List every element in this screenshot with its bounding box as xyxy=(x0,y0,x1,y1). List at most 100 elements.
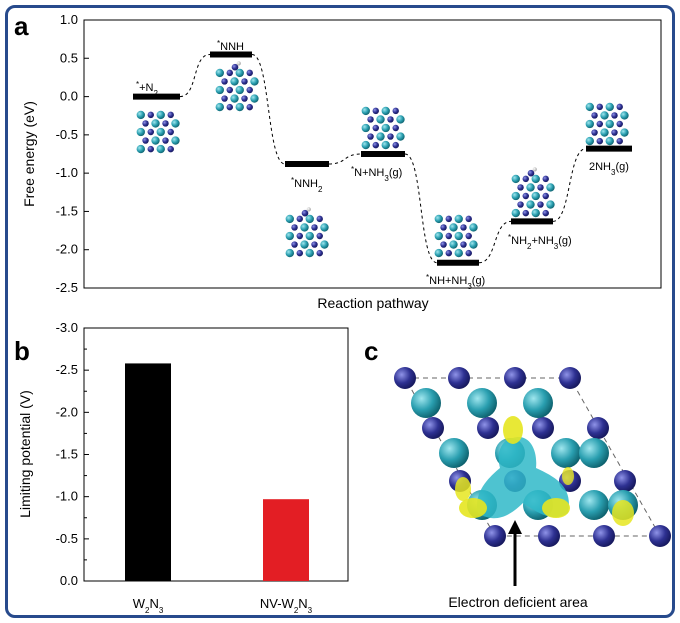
n-atom xyxy=(392,107,399,115)
n-atom xyxy=(448,367,470,389)
n-atom xyxy=(241,95,248,102)
n-atom xyxy=(291,241,298,248)
n-atom xyxy=(221,95,228,102)
w-atom xyxy=(526,183,535,192)
n-atom xyxy=(445,249,453,257)
w-atom xyxy=(469,223,478,232)
n-atom xyxy=(226,103,234,111)
y-tick-label: 1.0 xyxy=(60,12,78,27)
w-atom xyxy=(585,136,594,146)
w-atom xyxy=(235,102,244,112)
structure-model xyxy=(215,61,259,112)
n-atom xyxy=(477,417,499,439)
w-atom xyxy=(215,102,224,112)
n-atom xyxy=(591,129,598,136)
w-atom xyxy=(546,183,555,192)
w-atom xyxy=(171,119,180,128)
y-tick-label: -1.0 xyxy=(56,165,78,180)
connector-line xyxy=(552,148,587,222)
w-atom xyxy=(156,144,165,154)
energy-diagram: Free energy (eV) Reaction pathway 1.00.5… xyxy=(21,12,662,311)
w-atom xyxy=(381,106,390,116)
y-tick-label: -0.5 xyxy=(56,531,78,546)
n-atom xyxy=(246,103,253,111)
w-atom xyxy=(579,438,609,468)
y-tick-label: -2.0 xyxy=(56,242,78,257)
connector-line xyxy=(179,53,211,98)
n-atom xyxy=(440,241,447,248)
n-atom xyxy=(542,209,549,217)
w-atom xyxy=(605,136,614,146)
w-atom xyxy=(600,128,609,137)
w-atom xyxy=(136,127,145,137)
n-atom xyxy=(311,241,318,248)
n-atom xyxy=(465,232,472,240)
n-atom xyxy=(537,201,544,208)
w-atom xyxy=(151,136,160,145)
n-atom xyxy=(221,78,228,85)
n-atom xyxy=(440,224,447,231)
w-atom xyxy=(531,208,540,218)
w-atom xyxy=(551,438,581,468)
n-atom xyxy=(147,128,155,136)
w-atom xyxy=(546,200,555,209)
n-atom xyxy=(291,224,298,231)
n-atom xyxy=(591,112,598,119)
n-atom xyxy=(422,417,444,439)
w-atom xyxy=(579,490,609,520)
w-atom xyxy=(454,248,463,258)
n-atom xyxy=(387,116,394,123)
w-atom xyxy=(285,214,294,224)
n-atom xyxy=(460,224,467,231)
n-atom xyxy=(392,141,399,149)
n-atom xyxy=(484,525,506,547)
w-atom xyxy=(585,102,594,112)
w-atom xyxy=(526,200,535,209)
panel-a-letter: a xyxy=(14,11,29,41)
n-atom xyxy=(246,69,253,77)
n-atom xyxy=(241,78,248,85)
adsorbate-h-atom xyxy=(306,207,311,212)
n-atom xyxy=(394,367,416,389)
bars xyxy=(125,363,309,581)
w-atom xyxy=(215,85,224,95)
w-atom xyxy=(285,248,294,258)
n-atom xyxy=(593,525,615,547)
n-atom xyxy=(537,184,544,191)
n-atom xyxy=(587,417,609,439)
w-atom xyxy=(300,223,309,232)
n-atom xyxy=(542,175,549,183)
n-atom xyxy=(387,133,394,140)
w-atom xyxy=(531,174,540,184)
w-atom xyxy=(605,102,614,112)
n-atom xyxy=(311,224,318,231)
plot-frame-a xyxy=(83,19,662,289)
w-atom xyxy=(467,388,497,418)
y-axis-title-a: Free energy (eV) xyxy=(21,101,37,207)
w-atom xyxy=(434,231,443,241)
state-label: *NNH xyxy=(217,39,244,54)
n-atom xyxy=(367,133,374,140)
n-atom xyxy=(142,120,149,127)
structure-model xyxy=(511,167,555,218)
w-atom xyxy=(361,140,370,150)
state-label: *N+NH3(g) xyxy=(351,165,402,183)
y-tick-label: 0.5 xyxy=(60,50,78,65)
n-atom xyxy=(611,112,618,119)
structure-model xyxy=(585,102,629,146)
n-atom xyxy=(611,129,618,136)
w-atom xyxy=(215,68,224,78)
x-tick-label: W2N3 xyxy=(133,596,164,615)
w-atom xyxy=(235,85,244,95)
n-atom xyxy=(517,201,524,208)
n-atom xyxy=(522,209,530,217)
state-label: *+N2 xyxy=(136,80,159,98)
y-ticks-b: -3.0-2.5-2.0-1.5-1.0-0.50.0 xyxy=(56,320,89,588)
y-tick-label: -2.5 xyxy=(56,362,78,377)
y-tick-label: -0.5 xyxy=(56,127,78,142)
n-atom xyxy=(460,241,467,248)
w-atom xyxy=(156,110,165,120)
w-atom xyxy=(156,127,165,137)
w-atom xyxy=(523,388,553,418)
n-atom xyxy=(445,232,453,240)
